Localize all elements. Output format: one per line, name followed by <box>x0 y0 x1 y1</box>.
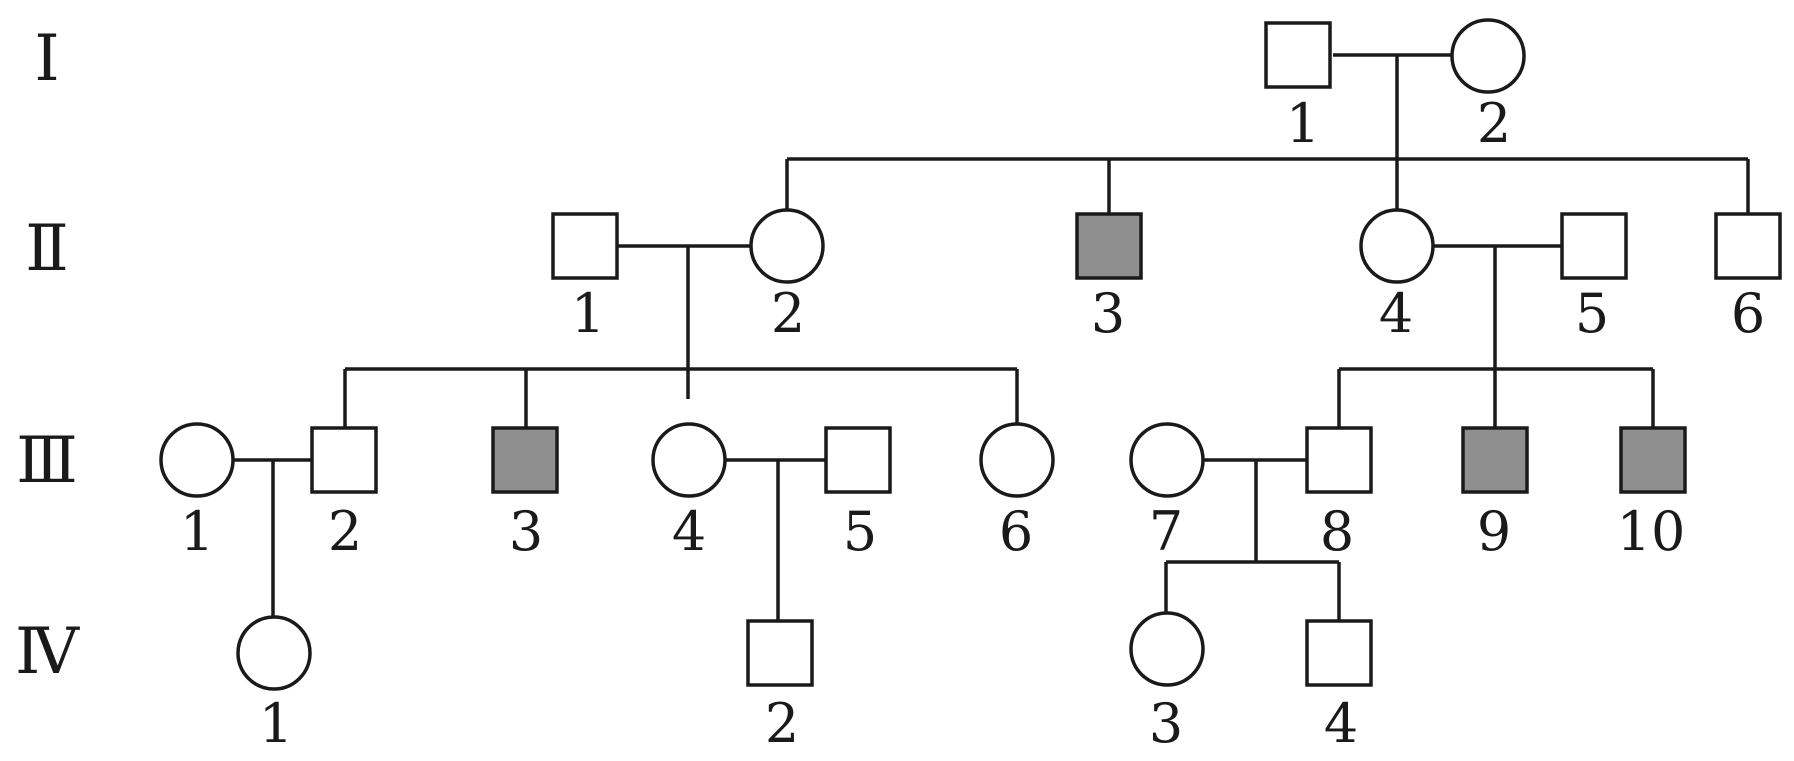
individual-iii7-female <box>1129 422 1205 498</box>
connection-lines <box>233 53 1750 621</box>
individual-iii8-male <box>1305 426 1373 494</box>
label-iii8: 8 <box>1320 500 1354 563</box>
label-ii6: 6 <box>1731 282 1765 345</box>
label-iv2: 2 <box>765 692 799 755</box>
individual-iv1-female <box>236 615 312 691</box>
individual-iii3-male-affected <box>491 426 559 494</box>
individuals <box>159 18 1782 691</box>
generation-label-2: Ⅱ <box>25 213 69 284</box>
individual-ii6-male <box>1714 212 1782 280</box>
label-ii2: 2 <box>771 282 805 345</box>
label-iv3: 3 <box>1149 692 1183 755</box>
individual-labels: 1 2 1 2 3 4 5 6 1 2 3 4 5 6 7 8 9 10 1 2… <box>180 92 1765 755</box>
individual-i2-female <box>1450 18 1526 94</box>
label-i1: 1 <box>1286 92 1320 155</box>
individual-ii5-male <box>1560 212 1628 280</box>
label-iii5: 5 <box>843 500 877 563</box>
label-ii4: 4 <box>1379 282 1413 345</box>
individual-iii1-female <box>159 422 235 498</box>
label-ii1: 1 <box>571 282 605 345</box>
label-iii4: 4 <box>672 500 706 563</box>
label-ii3: 3 <box>1091 282 1125 345</box>
individual-ii3-male-affected <box>1075 212 1143 280</box>
individual-ii4-female <box>1359 208 1435 284</box>
label-iv4: 4 <box>1324 692 1358 755</box>
individual-iii4-female <box>651 422 727 498</box>
individual-iv2-male <box>746 619 814 687</box>
label-iii3: 3 <box>509 500 543 563</box>
individual-iii5-male <box>824 426 892 494</box>
label-iii6: 6 <box>999 500 1033 563</box>
label-iii10: 10 <box>1617 500 1686 563</box>
individual-iv3-female <box>1129 611 1205 687</box>
individual-i1-male <box>1264 21 1332 89</box>
generation-label-3: Ⅲ <box>16 425 78 496</box>
individual-iii9-male-affected <box>1461 426 1529 494</box>
label-ii5: 5 <box>1575 282 1609 345</box>
individual-iii10-male-affected <box>1619 426 1687 494</box>
label-i2: 2 <box>1477 92 1511 155</box>
label-iii7: 7 <box>1149 500 1183 563</box>
individual-ii2-female <box>749 208 825 284</box>
individual-iii2-male <box>310 426 378 494</box>
individual-ii1-male <box>551 212 619 280</box>
label-iii2: 2 <box>328 500 362 563</box>
label-iv1: 1 <box>259 692 293 755</box>
individual-iv4-male <box>1305 619 1373 687</box>
label-iii1: 1 <box>180 500 214 563</box>
generation-label-1: Ⅰ <box>34 23 59 94</box>
individual-iii6-female <box>979 422 1055 498</box>
generation-label-4: Ⅳ <box>15 616 80 687</box>
label-iii9: 9 <box>1477 500 1511 563</box>
